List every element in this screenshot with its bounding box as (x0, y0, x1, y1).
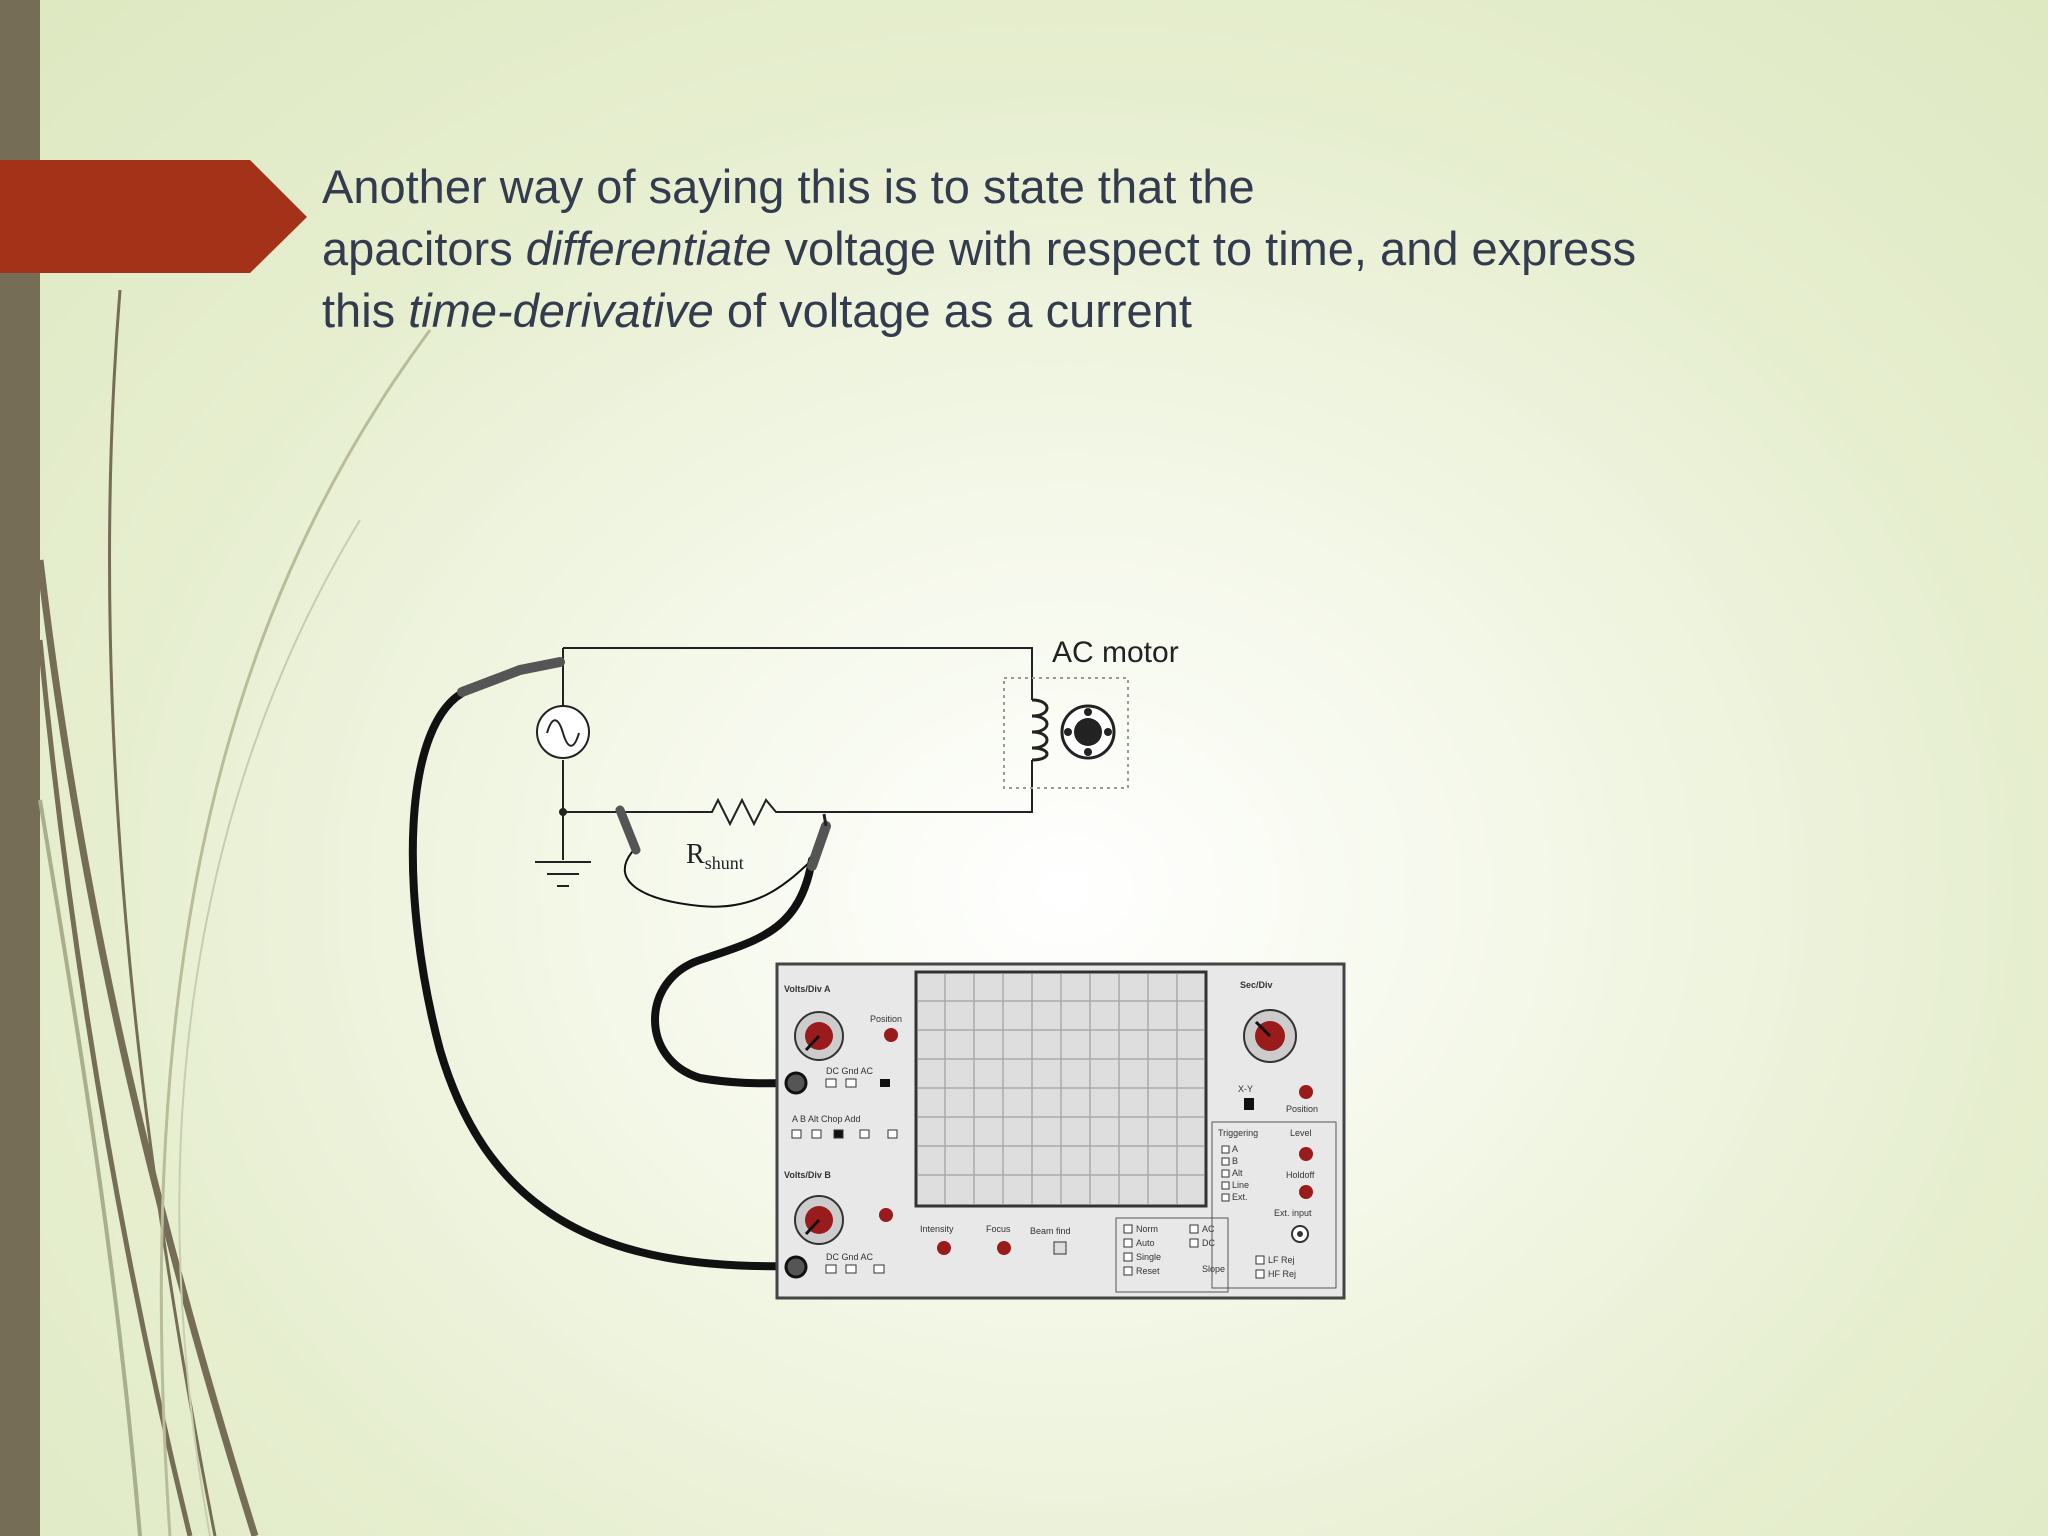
volts-div-b-label: Volts/Div B (784, 1170, 831, 1180)
horizontal-position-knob[interactable] (1299, 1085, 1313, 1099)
text-line-3: this time-derivative of voltage as a cur… (322, 280, 1882, 342)
svg-text:B: B (1232, 1156, 1238, 1166)
svg-text:DC: DC (1202, 1238, 1215, 1248)
junction-dot (559, 808, 567, 816)
svg-text:Reset: Reset (1136, 1266, 1160, 1276)
svg-text:Auto: Auto (1136, 1238, 1155, 1248)
svg-text:Ext.: Ext. (1232, 1192, 1248, 1202)
ext-input-label: Ext. input (1274, 1208, 1312, 1218)
coupling-b-label: DC Gnd AC (826, 1252, 874, 1262)
focus-knob[interactable] (997, 1241, 1011, 1255)
svg-text:Slope: Slope (1202, 1264, 1225, 1274)
motor-label: AC motor (1052, 636, 1179, 669)
trigger-source-options: A B Alt Line Ext. (1221, 1144, 1249, 1202)
text-line-2-end: voltage with respect to time, and expres… (771, 222, 1637, 275)
channel-a-input[interactable] (784, 1071, 808, 1095)
horizontal-position-label: Position (1286, 1104, 1318, 1114)
ac-source-symbol (536, 705, 590, 759)
text-line-3-end: of voltage as a current (713, 284, 1192, 337)
volts-div-a-label: Volts/Div A (784, 984, 831, 994)
slide-body-text: Another way of saying this is to state t… (322, 156, 1882, 342)
ac-motor-symbol (1003, 677, 1129, 789)
text-emphasis-differentiate: differentiate (525, 222, 772, 275)
svg-text:Line: Line (1232, 1180, 1249, 1190)
coupling-a-label: DC Gnd AC (826, 1066, 874, 1076)
oscilloscope: Volts/Div A Position DC Gnd AC A B Alt C… (775, 962, 1346, 1300)
reject-options: LF Rej HF Rej (1255, 1255, 1296, 1279)
text-emphasis-time-derivative: time-derivative (408, 284, 714, 337)
circuit-wiring (562, 647, 1033, 860)
xy-switch[interactable] (1244, 1098, 1254, 1110)
svg-text:Single: Single (1136, 1252, 1161, 1262)
shunt-resistor-symbol (700, 797, 820, 827)
svg-text:Norm: Norm (1136, 1224, 1158, 1234)
beam-find-button[interactable] (1053, 1241, 1067, 1255)
text-line-3-start: this (322, 284, 409, 337)
probe-tips (457, 657, 831, 871)
shunt-label: Rshunt (686, 839, 744, 873)
coupling-options: AC DC Slope (1189, 1224, 1225, 1274)
channel-b-input[interactable] (784, 1255, 808, 1279)
probe-cables (408, 686, 816, 1271)
text-line-2-start: apacitors (322, 222, 526, 275)
level-knob[interactable] (1299, 1147, 1313, 1161)
display-mode-label: A B Alt Chop Add (792, 1114, 861, 1124)
level-label: Level (1290, 1128, 1312, 1138)
position-a-knob[interactable] (884, 1028, 898, 1042)
sec-div-label: Sec/Div (1240, 980, 1273, 990)
ground-symbol (535, 861, 591, 887)
text-line-1: Another way of saying this is to state t… (322, 160, 1255, 213)
title-arrow-shape (0, 160, 307, 273)
svg-text:Alt: Alt (1232, 1168, 1243, 1178)
holdoff-knob[interactable] (1299, 1185, 1313, 1199)
position-b-knob[interactable] (879, 1208, 893, 1222)
focus-label: Focus (986, 1224, 1011, 1234)
triggering-label: Triggering (1218, 1128, 1258, 1138)
intensity-label: Intensity (920, 1224, 954, 1234)
beam-find-label: Beam find (1030, 1226, 1071, 1236)
xy-label: X-Y (1238, 1084, 1253, 1094)
intensity-knob[interactable] (937, 1241, 951, 1255)
text-line-2: apacitors differentiate voltage with res… (322, 218, 1882, 280)
position-a-label: Position (870, 1014, 902, 1024)
sweep-mode-options: Norm Auto Single Reset (1123, 1224, 1161, 1276)
svg-text:HF Rej: HF Rej (1268, 1269, 1296, 1279)
svg-text:LF Rej: LF Rej (1268, 1255, 1295, 1265)
holdoff-label: Holdoff (1286, 1170, 1315, 1180)
svg-text:AC: AC (1202, 1224, 1215, 1234)
svg-text:A: A (1232, 1144, 1238, 1154)
